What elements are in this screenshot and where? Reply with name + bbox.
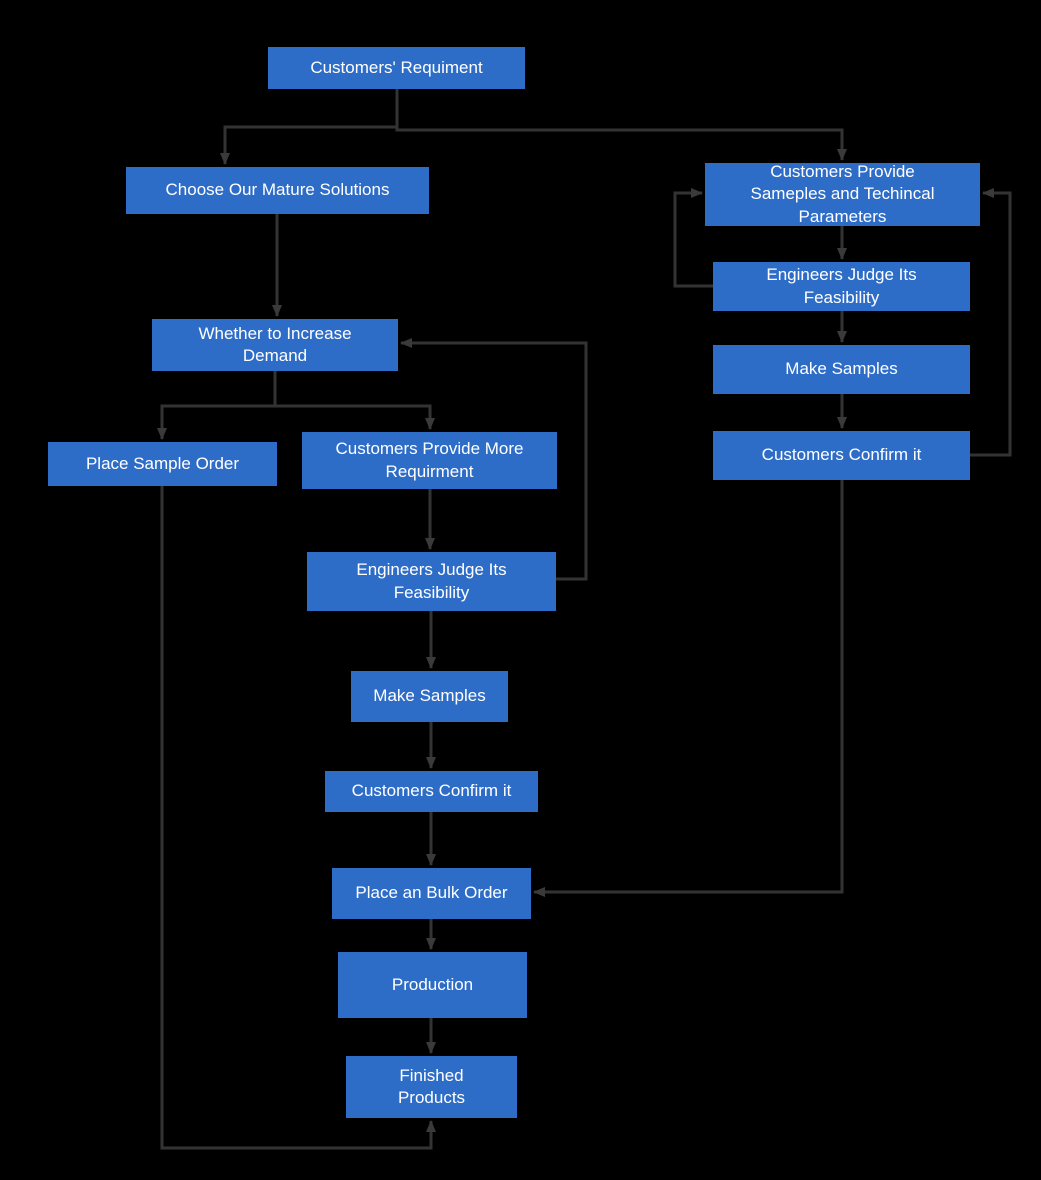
- connector-whether-to-increase-demand-to-place-sample-order: [157, 371, 277, 440]
- flow-node-finished-products: Finished Products: [346, 1056, 517, 1118]
- flow-node-place-bulk-order: Place an Bulk Order: [332, 868, 531, 919]
- node-label: Whether to Increase Demand: [198, 323, 352, 365]
- connector-customers-confirm-right-to-place-bulk-order: [533, 480, 844, 897]
- flow-node-make-samples-mid: Make Samples: [351, 671, 508, 722]
- connector-customers-requirement-to-customers-provide-samples: [395, 89, 847, 161]
- node-label: Finished Products: [397, 1065, 466, 1107]
- flow-node-choose-mature-solutions: Choose Our Mature Solutions: [126, 167, 429, 214]
- flow-node-whether-to-increase-demand: Whether to Increase Demand: [152, 319, 398, 371]
- node-label: Make Samples: [785, 359, 898, 379]
- node-label: Customers Confirm it: [761, 445, 922, 465]
- flow-node-place-sample-order: Place Sample Order: [48, 442, 277, 486]
- connector-customers-requirement-to-choose-mature-solutions: [220, 89, 399, 165]
- connector-customers-confirm-right-to-customers-provide-samples: [970, 188, 1012, 457]
- connector-engineers-judge-feasibility-mid-to-whether-to-increase-demand: [400, 338, 588, 581]
- flow-node-engineers-judge-feasibility-mid: Engineers Judge Its Feasibility: [307, 552, 556, 611]
- flow-node-engineers-judge-feasibility-right: Engineers Judge Its Feasibility: [713, 262, 970, 311]
- node-label: Make Samples: [373, 686, 486, 706]
- node-label: Customers Provide Sameples and Techincal…: [750, 161, 935, 226]
- node-label: Choose Our Mature Solutions: [165, 180, 390, 200]
- flow-node-production: Production: [338, 952, 527, 1018]
- flow-node-customers-provide-more-requirment: Customers Provide More Requirment: [302, 432, 557, 489]
- flow-node-customers-confirm-mid: Customers Confirm it: [325, 771, 538, 812]
- flow-node-make-samples-right: Make Samples: [713, 345, 970, 394]
- flow-node-customers-requirement: Customers' Requiment: [268, 47, 525, 89]
- connector-whether-to-increase-demand-to-customers-provide-more-requirment: [273, 371, 435, 430]
- node-label: Place an Bulk Order: [355, 883, 508, 903]
- flow-node-customers-provide-samples: Customers Provide Sameples and Techincal…: [705, 161, 980, 226]
- node-label: Customers Confirm it: [351, 781, 512, 801]
- node-label: Production: [391, 974, 474, 994]
- node-label: Customers Provide More Requirment: [335, 439, 524, 481]
- node-label: Customers' Requiment: [310, 57, 483, 77]
- flow-node-customers-confirm-right: Customers Confirm it: [713, 431, 970, 480]
- node-label: Place Sample Order: [85, 453, 240, 473]
- connector-place-sample-order-to-finished-products: [160, 486, 436, 1150]
- node-label: Engineers Judge Its Feasibility: [356, 560, 507, 602]
- node-label: Engineers Judge Its Feasibility: [766, 265, 917, 307]
- connector-engineers-judge-feasibility-right-to-customers-provide-samples: [673, 188, 713, 288]
